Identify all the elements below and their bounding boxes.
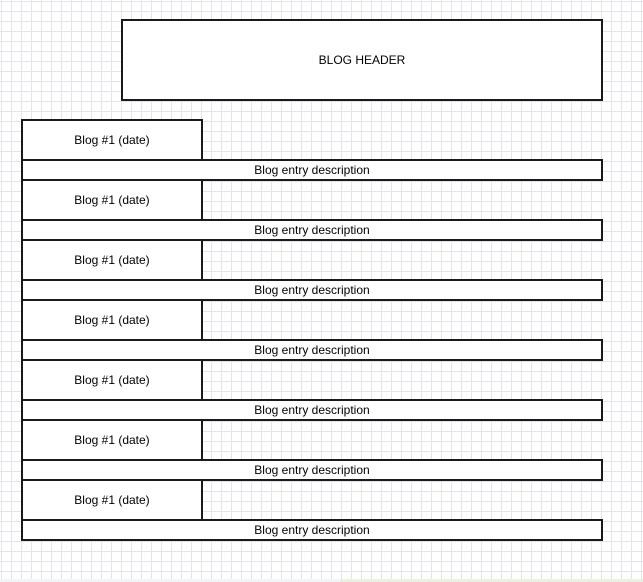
blog-entry-description-label: Blog entry description [254,223,370,237]
blog-entry-description-label: Blog entry description [254,463,370,477]
blog-entry-title-label: Blog #1 (date) [74,193,150,207]
blog-entry-title-label: Blog #1 (date) [74,253,150,267]
blog-entry-title: Blog #1 (date) [21,179,203,221]
canvas-bottom-strip [0,579,643,582]
blog-entry-description-label: Blog entry description [254,163,370,177]
blog-entry-title-label: Blog #1 (date) [74,313,150,327]
blog-entry-title-label: Blog #1 (date) [74,493,150,507]
blog-header: BLOG HEADER [121,19,603,101]
blog-entry-description: Blog entry description [21,219,603,241]
blog-entry-description-label: Blog entry description [254,523,370,537]
blog-entry-title: Blog #1 (date) [21,239,203,281]
blog-entry-description: Blog entry description [21,399,603,421]
blog-header-label: BLOG HEADER [318,53,406,67]
blog-entry-description: Blog entry description [21,279,603,301]
blog-entry-description: Blog entry description [21,459,603,481]
blog-entry-title-label: Blog #1 (date) [74,433,150,447]
blog-entry-description: Blog entry description [21,339,603,361]
blog-entry-title: Blog #1 (date) [21,479,203,521]
blog-entry-title: Blog #1 (date) [21,419,203,461]
blog-entry-title: Blog #1 (date) [21,119,203,161]
blog-entry-title-label: Blog #1 (date) [74,373,150,387]
blog-entry-title: Blog #1 (date) [21,359,203,401]
blog-entry-description: Blog entry description [21,159,603,181]
blog-entry-title: Blog #1 (date) [21,299,203,341]
blog-entry-description-label: Blog entry description [254,403,370,417]
blog-entry-description-label: Blog entry description [254,343,370,357]
blog-entry-title-label: Blog #1 (date) [74,133,150,147]
blog-entry-description: Blog entry description [21,519,603,541]
blog-entry-description-label: Blog entry description [254,283,370,297]
